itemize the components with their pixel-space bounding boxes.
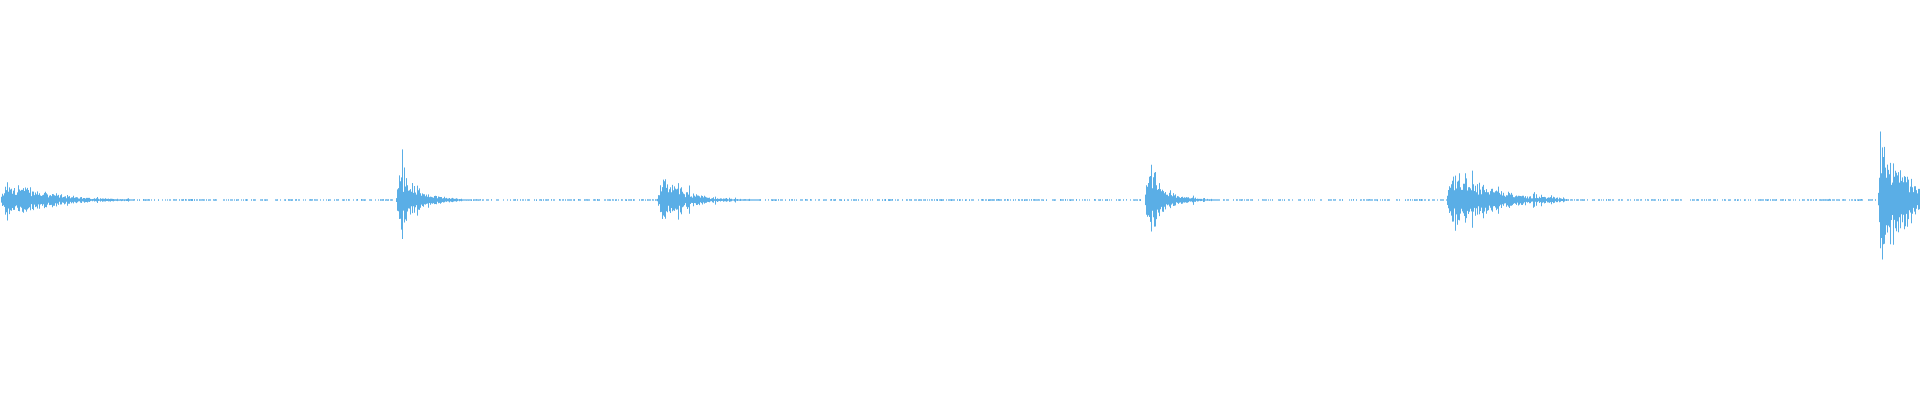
waveform-bars (1, 131, 1920, 260)
waveform-path (1, 131, 1920, 260)
